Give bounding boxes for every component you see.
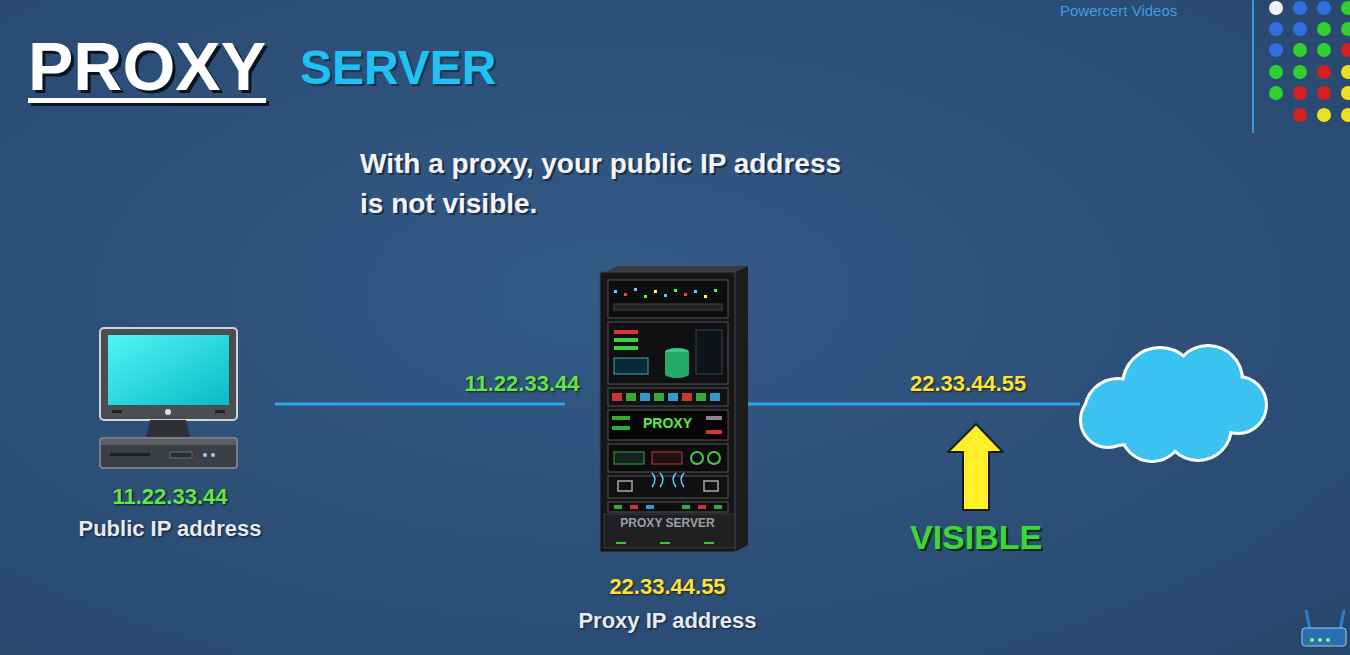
router-icon [1302,610,1346,646]
title-text: PROXY [28,32,266,100]
computer-node: 11.22.33.44Public IP address [65,325,275,550]
ip-address: 22.33.44.55 [910,373,1026,395]
network-link [275,403,565,406]
rack-label: PROXY [643,416,692,430]
visibility-label: VISIBLE [910,520,1042,554]
server-rack [600,266,748,552]
dot-grid [1253,0,1350,133]
pointer-arrow [948,424,1003,510]
internet-cloud [1082,347,1265,460]
network-line [748,403,1080,406]
title-suffix: SERVER [300,44,497,92]
ip-caption: Public IP address [78,518,261,540]
ip-caption: Proxy IP address [578,610,756,632]
ip-address: 22.33.44.55 [609,576,725,598]
edge-label: 11.22.33.44 [464,373,579,395]
computer-icon [100,328,237,468]
watermark: Powercert Videos [1060,3,1177,18]
rack-nameplate: PROXY SERVER [620,517,714,529]
caption-note: With a proxy, your public IP address is … [360,144,860,224]
ip-address: 11.22.33.44 [112,486,227,508]
proxy-server-node: PROXY PROXY SERVER 22.33.44.55Proxy IP add… [565,265,770,635]
